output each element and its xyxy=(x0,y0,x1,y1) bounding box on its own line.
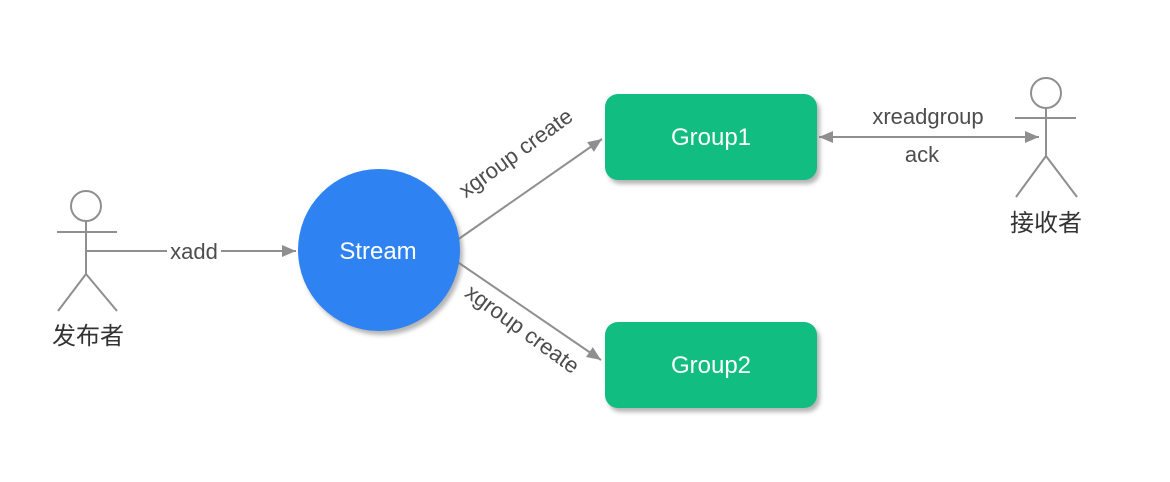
stream-node-circle xyxy=(298,169,460,331)
stream-node: Stream xyxy=(298,169,460,331)
group2-node-label: Group2 xyxy=(671,352,751,379)
publisher-actor-leg-left xyxy=(57,273,87,312)
group2-node-rect xyxy=(605,322,817,408)
publisher-label: 发布者 xyxy=(52,323,124,350)
group1-node-label: Group1 xyxy=(671,124,751,151)
edge-xgroup-create-top-label: xgroup create xyxy=(454,103,578,202)
edge-xgroup-create-top-line xyxy=(439,138,603,253)
group2-node: Group2 xyxy=(605,322,817,408)
edge-ack-label: ack xyxy=(905,142,940,167)
receiver-actor: 接收者 xyxy=(1010,77,1082,237)
receiver-actor-head xyxy=(1030,77,1062,109)
edge-xgroup-create-bottom: xgroup create xyxy=(439,249,602,379)
edge-xgroup-create-top: xgroup create xyxy=(439,103,603,253)
group1-node-rect xyxy=(605,94,817,180)
edge-xgroup-create-bottom-line xyxy=(439,249,602,361)
edge-xadd: xadd xyxy=(86,239,296,264)
publisher-actor: 发布者 xyxy=(52,190,124,350)
edge-xadd-label: xadd xyxy=(170,239,218,264)
receiver-actor-leg-left xyxy=(1015,155,1047,198)
group1-node: Group1 xyxy=(605,94,817,180)
edge-xreadgroup-label: xreadgroup xyxy=(872,104,983,129)
edge-xadd-label-bg xyxy=(167,239,221,263)
receiver-actor-leg-right xyxy=(1045,155,1078,198)
stream-node-label: Stream xyxy=(339,238,416,265)
publisher-actor-head xyxy=(70,190,102,222)
edge-xgroup-create-bottom-label: xgroup create xyxy=(461,279,585,378)
publisher-actor-leg-right xyxy=(85,273,118,312)
receiver-label: 接收者 xyxy=(1010,210,1082,237)
edge-xreadgroup-ack: xreadgroup ack xyxy=(819,104,1039,167)
